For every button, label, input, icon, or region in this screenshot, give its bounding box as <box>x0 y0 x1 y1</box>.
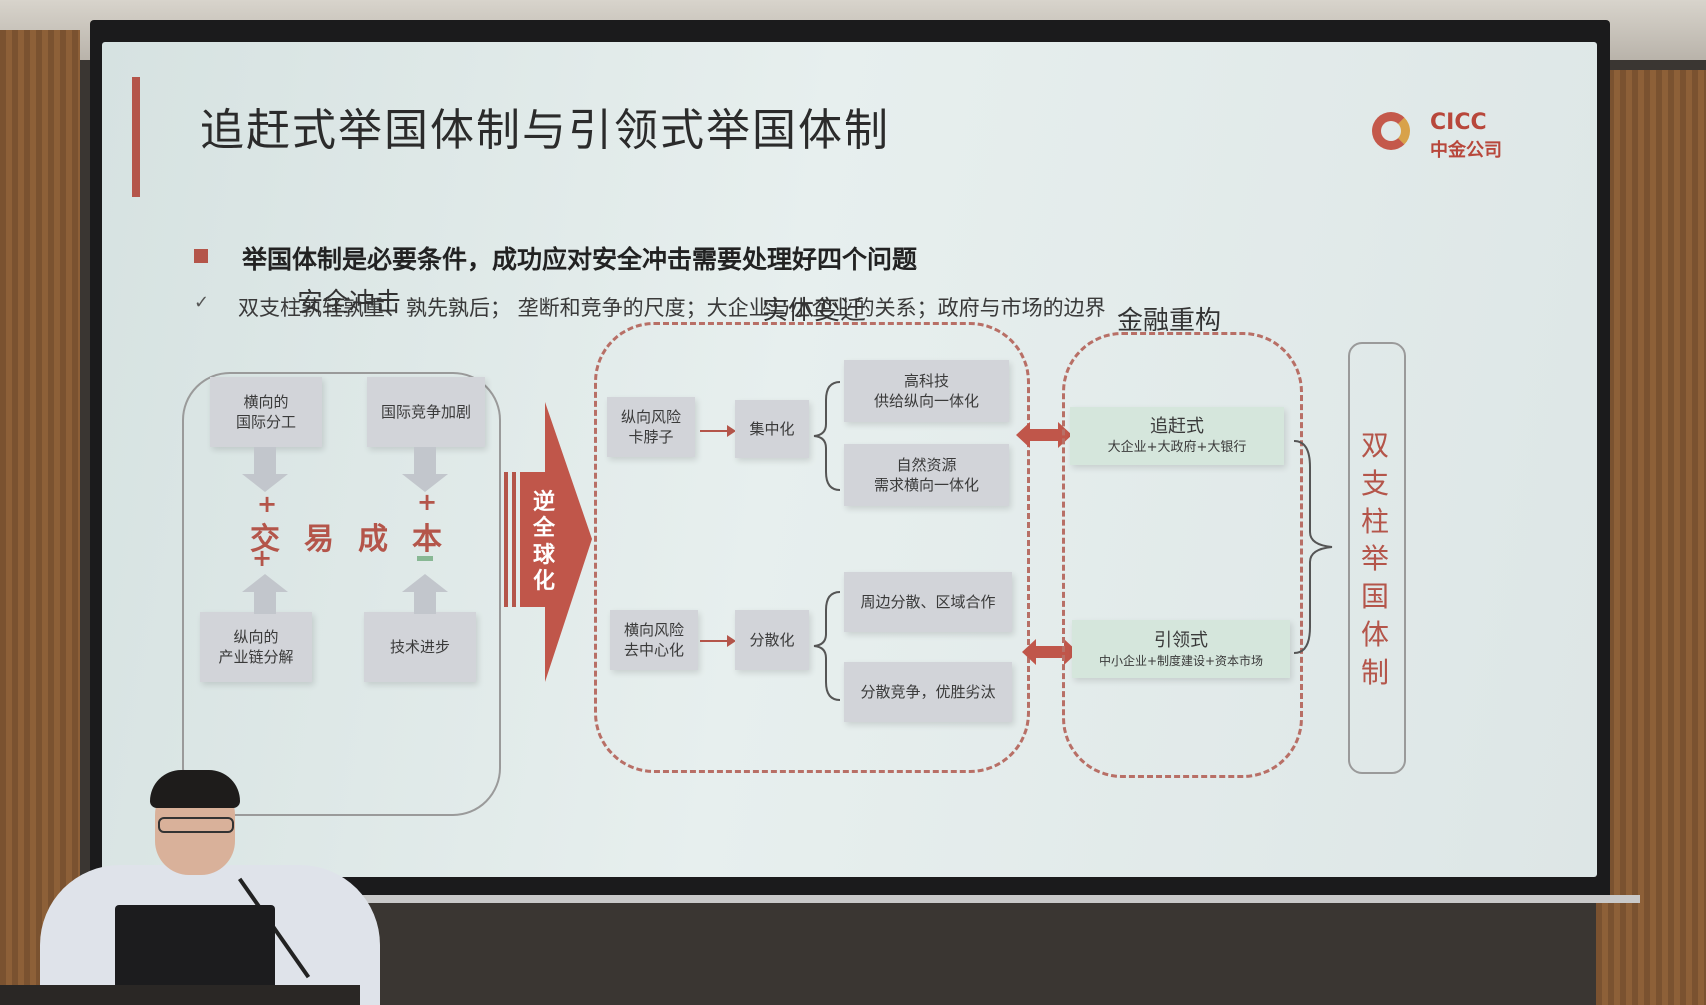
plus-sign-bottom-left: + <box>252 544 273 572</box>
double-arrow-icon-top <box>1016 422 1072 448</box>
node-decentralization: 分散化 <box>735 610 809 670</box>
section-heading-security: 安全冲击 <box>297 288 402 318</box>
minus-sign-icon <box>417 556 433 561</box>
brace-icon-bottom <box>813 591 841 701</box>
arrow-down-right <box>414 447 436 475</box>
plus-sign-top-right: + <box>417 488 438 516</box>
transaction-cost-char-4: 本 <box>412 522 442 557</box>
dual-pillar-text: 双 支 柱 举 国 体 制 <box>1360 429 1389 689</box>
glasses-icon <box>158 817 234 833</box>
section-heading-entity: 实体变迁 <box>762 296 867 326</box>
square-bullet-icon <box>194 249 208 263</box>
arrow-up-left <box>254 592 276 614</box>
node-vertical-chain: 纵向的产业链分解 <box>200 612 312 682</box>
cicc-logo: CICC 中金公司 <box>1372 108 1512 168</box>
deglobalization-label: 逆 全 球 化 <box>532 490 555 595</box>
transaction-cost-char-1: 交 <box>250 522 280 557</box>
check-icon: ✓ <box>194 292 210 313</box>
node-leading: 引领式 中小企业+制度建设+资本市场 <box>1072 620 1290 678</box>
wood-panel-right <box>1596 70 1706 1005</box>
node-horizontal-risk: 横向风险去中心化 <box>610 610 698 670</box>
arrow-down-left <box>254 447 276 475</box>
arrow-up-left-head <box>242 574 288 592</box>
transaction-cost-char-2: 易 <box>304 522 334 557</box>
arrow-down-left-head <box>242 474 288 492</box>
brace-icon-right <box>1293 440 1333 654</box>
podium <box>0 985 360 1005</box>
transaction-cost-char-3: 成 <box>358 522 388 557</box>
node-catch-up: 追赶式 大企业+大政府+大银行 <box>1070 407 1284 465</box>
node-centralization: 集中化 <box>735 400 809 458</box>
security-shock-panel <box>182 372 501 816</box>
main-bullet: 举国体制是必要条件，成功应对安全冲击需要处理好四个问题 <box>242 245 918 274</box>
node-intl-competition: 国际竞争加剧 <box>367 377 485 447</box>
section-heading-finance: 金融重构 <box>1117 306 1222 336</box>
dual-pillar-panel <box>1348 342 1406 774</box>
logo-ring-icon <box>1372 112 1410 150</box>
node-regional-cooperation: 周边分散、区域合作 <box>844 572 1012 632</box>
wood-panel-left <box>0 30 80 1005</box>
presenter-hair <box>150 770 240 808</box>
arrow-right-icon <box>700 425 736 437</box>
slide-title: 追赶式举国体制与引领式举国体制 <box>200 105 890 156</box>
screen-bottom-rail <box>60 895 1640 903</box>
arrow-down-right-head <box>402 474 448 492</box>
node-vertical-risk: 纵向风险卡脖子 <box>607 397 695 457</box>
logo-text-en: CICC <box>1430 110 1487 135</box>
logo-text-cn: 中金公司 <box>1430 140 1502 161</box>
brace-icon-top <box>813 381 841 491</box>
node-hightech: 高科技供给纵向一体化 <box>844 360 1009 422</box>
arrow-up-right <box>414 592 436 614</box>
sub-bullet: 双支柱孰轻孰重、孰先孰后； 垄断和竞争的尺度；大企业与小企业的关系；政府与市场的… <box>238 296 1106 320</box>
finance-restructure-box <box>1062 332 1303 778</box>
node-competition: 分散竞争，优胜劣汰 <box>844 662 1012 722</box>
node-natural-resources: 自然资源需求横向一体化 <box>844 444 1009 506</box>
arrow-up-right-head <box>402 574 448 592</box>
plus-sign-top-left: + <box>257 490 278 518</box>
entity-change-box <box>594 322 1030 773</box>
arrow-right-icon <box>700 635 736 647</box>
node-horizontal-division: 横向的国际分工 <box>210 377 322 447</box>
projection-screen: 追赶式举国体制与引领式举国体制 CICC 中金公司 举国体制是必要条件，成功应对… <box>102 42 1597 877</box>
deglobalization-arrow <box>504 402 592 682</box>
title-accent-bar <box>132 77 140 197</box>
node-tech-progress: 技术进步 <box>364 612 476 682</box>
